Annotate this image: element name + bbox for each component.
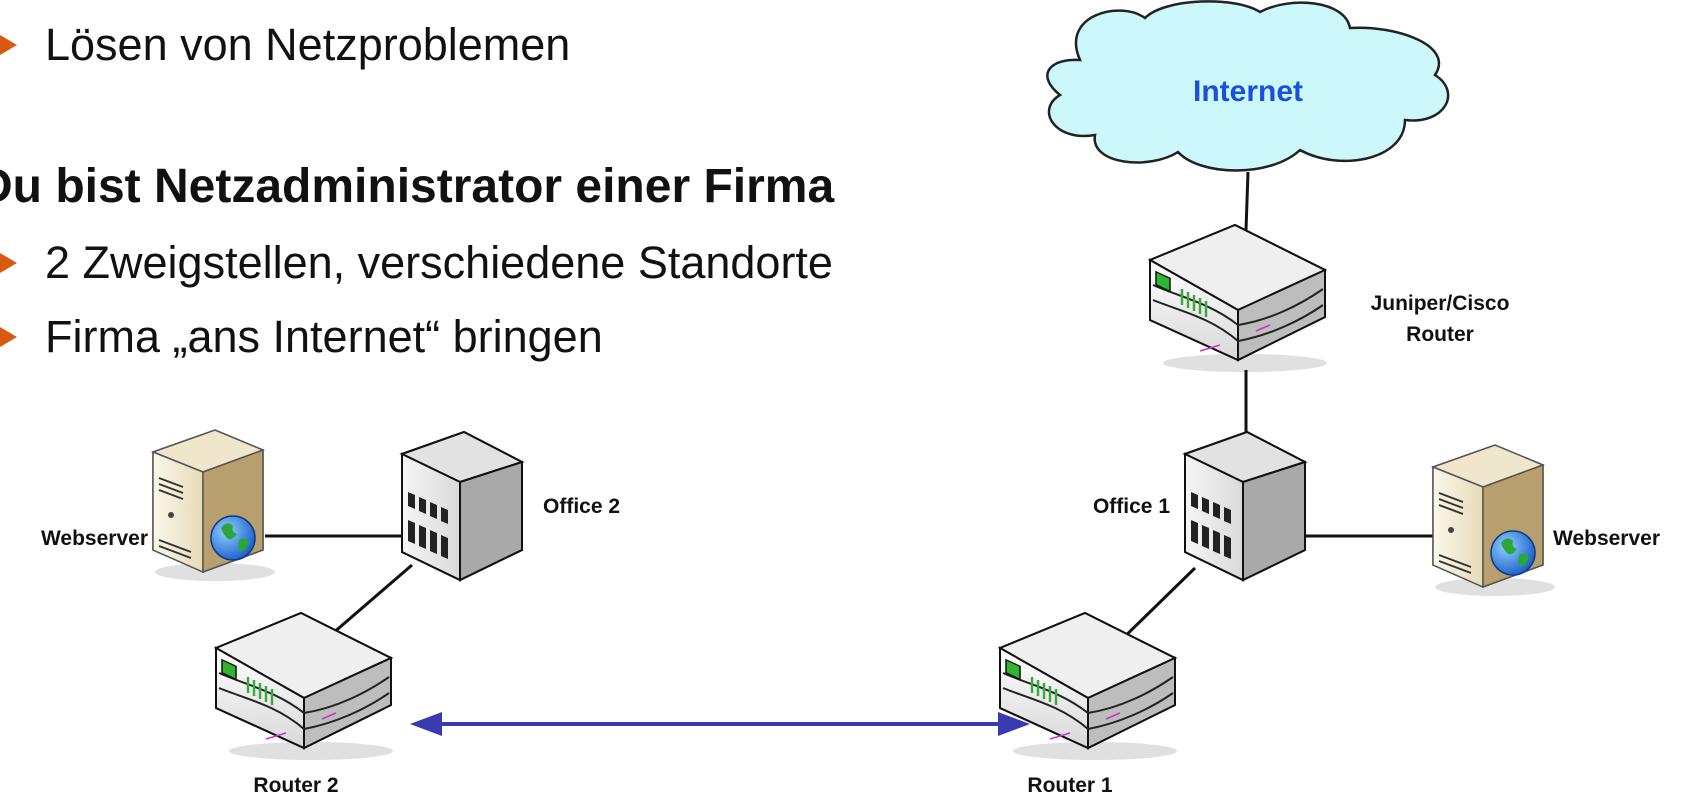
- internet-cloud: Internet: [1046, 0, 1450, 172]
- webserver-left-icon: [152, 429, 276, 582]
- bullet-text: Lösen von Netzproblemen: [45, 19, 571, 70]
- bullet-zweigstellen: 2 Zweigstellen, verschiedene Standorte: [0, 240, 833, 285]
- router1-label: Router 1: [1027, 774, 1113, 796]
- router2-icon: [214, 611, 395, 762]
- connection-lines: [265, 171, 1435, 650]
- webserver-right-label: Webserver: [1553, 527, 1660, 550]
- core-router-label-line2: Router: [1406, 323, 1474, 346]
- bullet-text: 2 Zweigstellen, verschiedene Standorte: [45, 237, 833, 288]
- office2-label: Office 2: [543, 495, 620, 518]
- bullet-triangle-icon: [0, 34, 17, 55]
- router1-icon: [998, 611, 1179, 762]
- office2-building-icon: [401, 431, 523, 581]
- bullet-text: Firma „ans Internet“ bringen: [45, 311, 603, 362]
- office1-building-icon: [1184, 431, 1306, 581]
- router2-label: Router 2: [253, 774, 338, 796]
- office1-label: Office 1: [1093, 495, 1170, 518]
- router-link-arrow: [410, 712, 1030, 736]
- bullet-netzprobleme: Lösen von Netzproblemen: [0, 22, 570, 67]
- bullet-triangle-icon: [0, 252, 17, 273]
- core-router-icon: [1148, 223, 1329, 374]
- core-router-label-line1: Juniper/Cisco: [1371, 292, 1510, 315]
- webserver-right-icon: [1432, 444, 1556, 597]
- bullet-triangle-icon: [0, 326, 17, 347]
- webserver-left-label: Webserver: [41, 527, 148, 550]
- bullet-internet: Firma „ans Internet“ bringen: [0, 314, 603, 359]
- slide-heading: Du bist Netzadministrator einer Firma: [0, 160, 835, 213]
- internet-label: Internet: [1193, 75, 1303, 108]
